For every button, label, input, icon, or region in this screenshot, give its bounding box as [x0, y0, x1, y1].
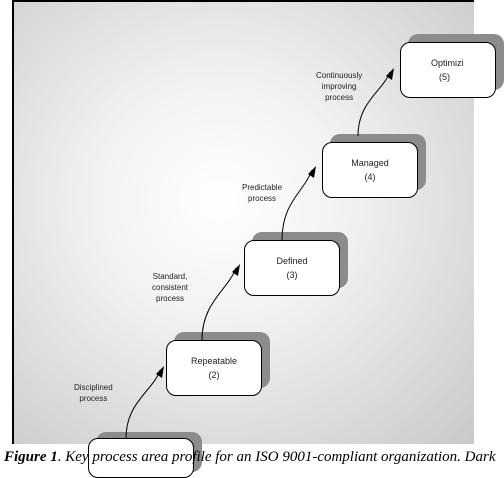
- stage-defined-box: Defined (3): [244, 240, 340, 296]
- transition-1-line-2: process: [79, 394, 108, 403]
- arrow-2: [201, 267, 237, 341]
- stage-optimizing-name: Optimizi: [431, 58, 464, 68]
- arrow-1-head: [156, 366, 164, 378]
- stage-optimizing: Optimizi (5): [400, 34, 504, 98]
- stage-repeatable: Repeatable (2): [166, 332, 270, 396]
- transition-4-line-3: process: [325, 93, 354, 102]
- arrow-2-head: [232, 264, 240, 276]
- stage-defined-level: (3): [286, 270, 298, 280]
- caption-label: Figure 1: [4, 449, 58, 465]
- stage-repeatable-level: (2): [208, 370, 220, 380]
- stage-optimizing-box: Optimizi (5): [400, 42, 496, 98]
- arrow-3: [281, 169, 313, 241]
- diagram-panel: Repeatable (2) Defined (3) Managed (4) O…: [12, 0, 504, 478]
- maturity-diagram-figure: Repeatable (2) Defined (3) Managed (4) O…: [4, 0, 504, 478]
- stage-managed-box: Managed (4): [322, 142, 418, 198]
- transition-2-line-1: Standard,: [152, 272, 188, 281]
- transition-label-2: Standard, consistent process: [152, 271, 188, 304]
- transition-2-line-2: consistent: [152, 283, 189, 292]
- stage-initial: [88, 432, 202, 478]
- stage-repeatable-name: Repeatable: [190, 356, 238, 366]
- stage-managed-level: (4): [364, 172, 376, 182]
- stage-optimizing-level: (5): [439, 72, 450, 82]
- arrow-1: [125, 369, 161, 439]
- figure-caption: Figure 1. Key process area profile for a…: [4, 448, 496, 466]
- arrow-4: [357, 71, 391, 137]
- transition-label-4: Continuously improving process: [316, 70, 362, 103]
- stage-managed: Managed (4): [322, 134, 426, 198]
- arrow-3-head: [308, 166, 316, 178]
- arrow-4-head: [386, 68, 394, 80]
- transition-3-line-1: Predictable: [242, 183, 283, 192]
- stage-initial-box: [88, 438, 194, 478]
- stage-defined: Defined (3): [244, 232, 348, 296]
- transition-4-line-1: Continuously: [316, 71, 363, 80]
- stage-repeatable-box: Repeatable (2): [166, 340, 262, 396]
- transition-2-line-3: process: [156, 294, 185, 303]
- transition-label-1: Disciplined process: [74, 382, 113, 404]
- transition-label-3: Predictable process: [242, 182, 282, 204]
- transition-4-line-2: improving: [321, 82, 357, 91]
- transition-3-line-2: process: [248, 194, 277, 203]
- caption-text: . Key process area profile for an ISO 90…: [57, 449, 496, 465]
- stage-defined-name: Defined: [276, 256, 308, 266]
- stage-managed-name: Managed: [351, 158, 389, 168]
- transition-1-line-1: Disciplined: [74, 383, 113, 392]
- transition-arrows: [125, 68, 394, 439]
